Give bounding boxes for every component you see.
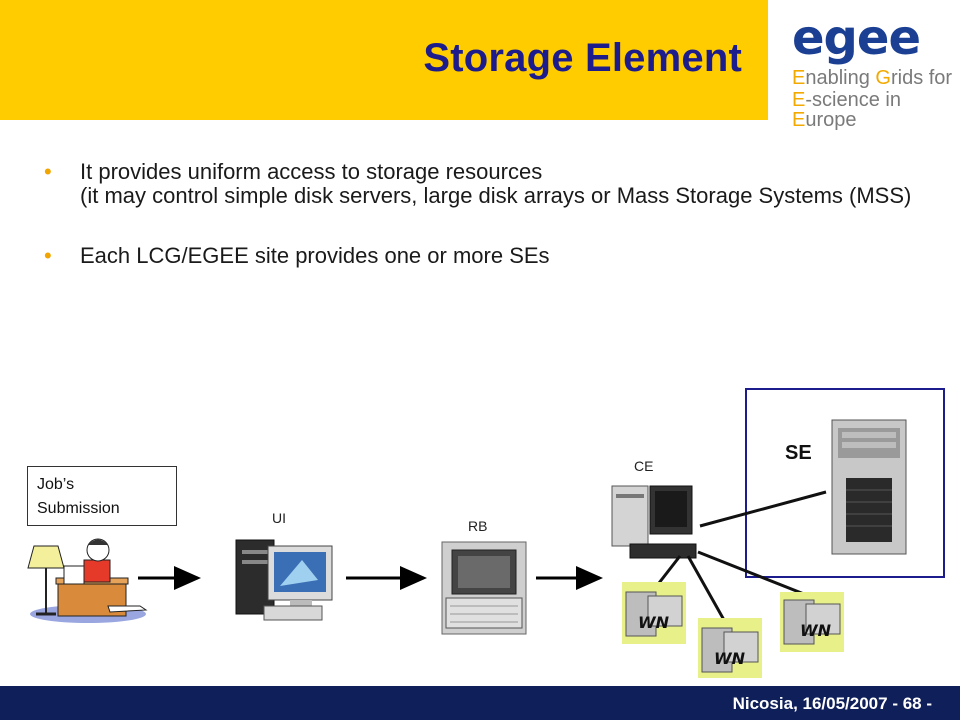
user-at-desk-icon xyxy=(27,538,148,623)
wn-node-2-icon: WN xyxy=(698,618,762,678)
logo-wordmark: egee xyxy=(792,10,921,66)
jobs-line-1: Job’s xyxy=(37,476,75,493)
logo-tagline-2-lead: E xyxy=(792,89,806,111)
bullet-1-line-1: It provides uniform access to storage re… xyxy=(80,159,543,184)
se-label: SE xyxy=(785,442,812,464)
footer-text: Nicosia, 16/05/2007 - 68 - xyxy=(732,694,932,713)
logo-tagline-2-rest: -science in xyxy=(805,89,901,111)
ui-computer-icon xyxy=(235,539,333,621)
title-bar: Storage Element xyxy=(0,0,768,120)
logo-tagline-2: E-science in Europe xyxy=(792,90,960,130)
se-server-icon xyxy=(831,419,907,555)
wn-node-1-icon: WN xyxy=(622,582,686,644)
bullet-1-line-2: (it may control simple disk servers, lar… xyxy=(80,183,912,208)
bullet-item-1: • It provides uniform access to storage … xyxy=(44,160,924,208)
logo-tagline-1: Enabling Grids for xyxy=(792,68,952,88)
logo-tagline-2-tail: urope xyxy=(805,109,857,131)
wn-label: WN xyxy=(800,621,832,640)
bullet-2-line-1: Each LCG/EGEE site provides one or more … xyxy=(80,243,550,268)
rb-machine-icon xyxy=(441,541,527,635)
logo-tagline-1-tail: rids for xyxy=(890,67,953,89)
rb-label: RB xyxy=(468,518,488,534)
logo-tagline-1-g: G xyxy=(875,67,891,89)
ce-computer-icon xyxy=(611,485,697,559)
jobs-submission-label: Job’s Submission xyxy=(27,466,177,526)
bullet-dot-icon: • xyxy=(44,159,52,184)
bullet-list: • It provides uniform access to storage … xyxy=(44,160,924,268)
slide-title: Storage Element xyxy=(423,36,742,80)
logo-tagline-1-lead: E xyxy=(792,67,806,89)
jobs-line-2: Submission xyxy=(37,500,120,517)
ui-label: UI xyxy=(272,510,286,526)
bullet-dot-icon: • xyxy=(44,243,52,268)
ce-label: CE xyxy=(634,458,654,474)
bullet-item-2: • Each LCG/EGEE site provides one or mor… xyxy=(44,244,924,268)
wn-node-3-icon: WN xyxy=(780,592,844,652)
footer-bar: Nicosia, 16/05/2007 - 68 - xyxy=(0,686,960,720)
logo-tagline-2-e: E xyxy=(792,109,806,131)
logo-tagline-1-rest: nabling xyxy=(805,67,876,89)
egee-logo: egee Enabling Grids for E-science in Eur… xyxy=(768,0,960,130)
wn-label: WN xyxy=(714,649,746,668)
wn-label: WN xyxy=(638,613,670,632)
